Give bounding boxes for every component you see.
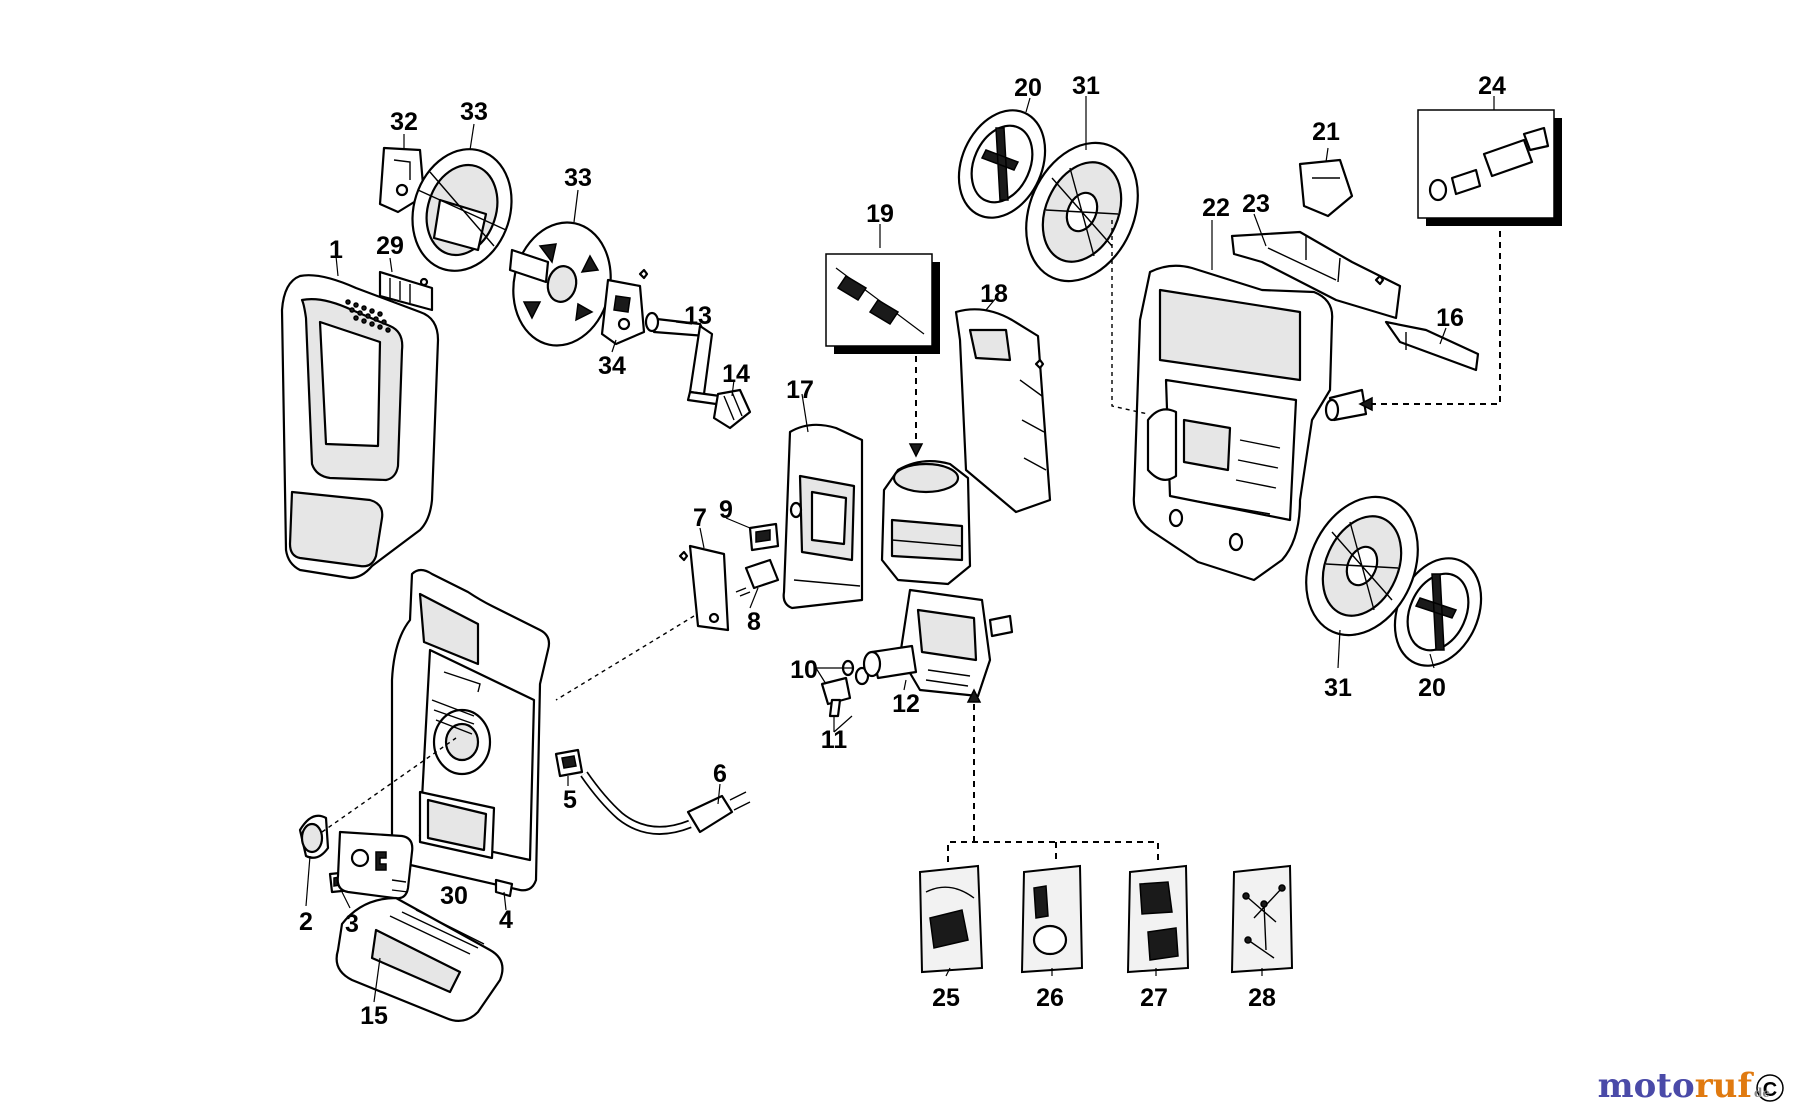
inlet-fitting [1324, 388, 1368, 422]
part-4-rear-housing [390, 568, 551, 898]
svg-text:C: C [1763, 1079, 1777, 1101]
callout-23: 23 [1242, 190, 1270, 218]
corner-c-mark: C [1756, 1074, 1784, 1102]
part-20-wheel-bottom [1393, 557, 1483, 667]
callout-2: 2 [299, 908, 313, 936]
part-34-bracket [600, 268, 649, 346]
part-13-crank-handle [644, 311, 722, 406]
part-23-handle [1230, 230, 1402, 320]
guide-31-to-chassis [1111, 220, 1149, 415]
part-6-power-cord [580, 771, 751, 835]
callout-5: 5 [563, 786, 577, 814]
callout-29: 29 [376, 232, 404, 260]
callout-25: 25 [932, 984, 960, 1012]
callout-8: 8 [747, 608, 761, 636]
callout-18: 18 [980, 280, 1008, 308]
guide-knob-to-housing [321, 737, 457, 833]
callout-10: 10 [790, 656, 818, 684]
part-20-wheel-top [957, 109, 1047, 219]
part-31-wheel-bottom [1305, 495, 1419, 637]
part-29-badge [378, 270, 434, 312]
part-33-reel-half-a [411, 148, 513, 272]
part-21-clip [1298, 158, 1354, 218]
callout-7: 7 [693, 504, 707, 532]
part-16-strip [1384, 320, 1480, 372]
callout-26: 26 [1036, 984, 1064, 1012]
callout-33-a: 33 [460, 98, 488, 126]
part-27-bag [1126, 864, 1190, 974]
callout-16: 16 [1436, 304, 1464, 332]
part-31-wheel-top [1025, 141, 1139, 283]
callout-6: 6 [713, 760, 727, 788]
callout-22: 22 [1202, 194, 1230, 222]
part-1-front-cover [280, 274, 440, 580]
callout-33-b: 33 [564, 164, 592, 192]
callout-15: 15 [360, 1002, 388, 1030]
part-10-11-fittings [820, 659, 870, 718]
part-15-handle [335, 896, 504, 1023]
callout-9: 9 [719, 496, 733, 524]
part-19-brush-inset [825, 253, 940, 354]
callout-3: 3 [345, 910, 359, 938]
callout-1: 1 [329, 236, 343, 264]
callout-14: 14 [722, 360, 750, 388]
callout-24: 24 [1478, 72, 1506, 100]
part-28-bag [1230, 864, 1294, 974]
callout-30: 30 [440, 882, 468, 910]
motor-assembly [880, 459, 972, 586]
part-32-bracket [378, 146, 426, 214]
callout-4: 4 [499, 906, 513, 934]
part-22-chassis [1132, 264, 1334, 582]
part-18-cover [954, 308, 1052, 514]
part-7-cover-plate [678, 544, 730, 632]
part-2-knob [298, 814, 330, 859]
part-26-bag [1020, 864, 1084, 974]
part-25-bag [918, 864, 984, 974]
part-17-motor-housing [782, 423, 864, 610]
callout-17: 17 [786, 376, 814, 404]
part-24-coupling-inset [1417, 109, 1562, 226]
part-14-knob [712, 388, 752, 430]
callout-20-top: 20 [1014, 74, 1042, 102]
guide-bags-bracket [947, 841, 1159, 862]
callout-32: 32 [390, 108, 418, 136]
callout-31-bottom: 31 [1324, 674, 1352, 702]
part-9-component [748, 522, 780, 552]
callout-19: 19 [866, 200, 894, 228]
callout-11: 11 [821, 726, 848, 754]
part-5-switch [554, 748, 584, 778]
callout-13: 13 [684, 302, 712, 330]
part-33-reel-half-b [508, 221, 612, 347]
callout-27: 27 [1140, 984, 1168, 1012]
callout-labels: 1 2 3 4 5 6 7 8 9 10 11 12 13 14 15 16 1… [299, 72, 1506, 1030]
part-12-pump [862, 588, 1014, 698]
leader-lines [305, 96, 1495, 1003]
part-30-control-plate [336, 830, 414, 900]
callout-20-bottom: 20 [1418, 674, 1446, 702]
callout-21: 21 [1312, 118, 1340, 146]
callout-34: 34 [598, 352, 626, 380]
callout-31-top: 31 [1072, 72, 1100, 100]
callout-28: 28 [1248, 984, 1276, 1012]
part-8-switch [735, 558, 780, 597]
callout-12: 12 [892, 690, 920, 718]
guide-7-to-housing [555, 615, 695, 701]
